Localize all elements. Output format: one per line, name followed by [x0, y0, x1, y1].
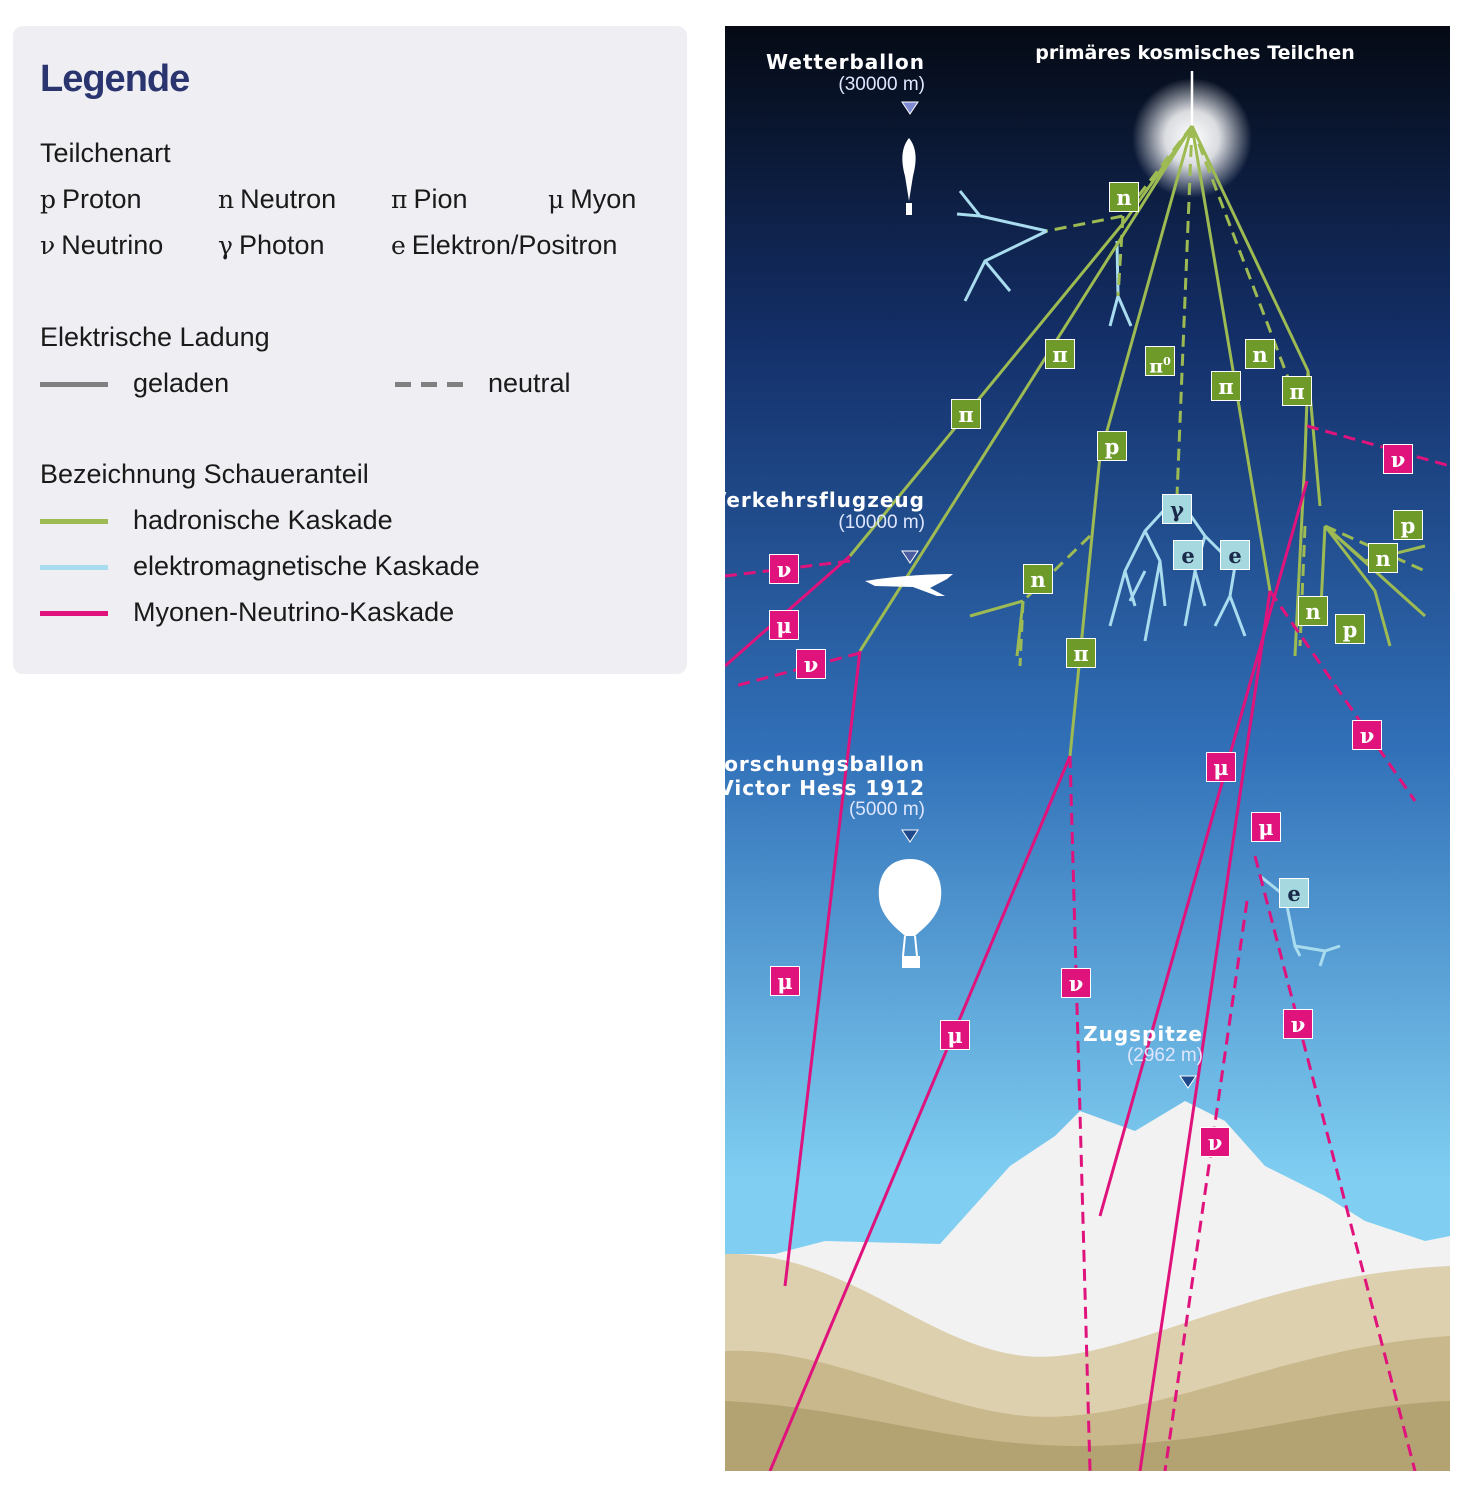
- particle-pion: π: [1045, 339, 1075, 369]
- particle-electron: e: [1220, 540, 1250, 570]
- diagram-graphics: [725, 26, 1450, 1471]
- airplane-shape: [865, 574, 953, 596]
- particle-neutron: n: [1368, 543, 1398, 573]
- particle-neutrino: ν: [1061, 968, 1091, 998]
- particle-section-title: Teilchenart: [40, 138, 171, 168]
- particle-neutrino: ν: [796, 649, 826, 679]
- weather-balloon-shape: [902, 138, 916, 201]
- particle-muon: μ: [940, 1020, 970, 1050]
- research-balloon-label-1: Forschungsballon: [725, 752, 925, 776]
- zugspitze-marker: [1179, 1075, 1197, 1089]
- electromagnetic-swatch: [40, 565, 108, 570]
- particle-neutrino: ν: [1200, 1127, 1230, 1157]
- particle-neutron: n: [1109, 182, 1139, 212]
- research-balloon-shape: [878, 859, 942, 936]
- weather-balloon-altitude: (30000 m): [838, 74, 925, 95]
- particle-neutrino: ν: [769, 554, 799, 584]
- terrain-layer-3: [725, 1401, 1450, 1471]
- particle-muon: μ: [1251, 812, 1281, 842]
- particle-pion: π: [1282, 376, 1312, 406]
- particle-neutron: n: [1245, 339, 1275, 369]
- research-balloon-marker: [901, 829, 919, 843]
- charged-line-swatch: [40, 382, 108, 387]
- charged-label: geladen: [133, 368, 230, 398]
- weather-balloon-label: Wetterballon: [766, 50, 925, 74]
- particle-proton: p: [1335, 614, 1365, 644]
- muon-neutrino-label: Myonen-Neutrino-Kaskade: [133, 597, 455, 627]
- research-balloon-ropes: [902, 935, 918, 957]
- particle-neutrino: ν: [1283, 1009, 1313, 1039]
- particle-proton: p: [1393, 510, 1423, 540]
- particle-proton: p: [1097, 431, 1127, 461]
- research-balloon-label-2: Victor Hess 1912: [725, 776, 925, 800]
- particle-neutron: n: [1298, 596, 1328, 626]
- particle-neutron: n: [1023, 564, 1053, 594]
- research-balloon-altitude: (5000 m): [848, 799, 925, 820]
- particle-pion-zero: π0: [1145, 346, 1175, 377]
- hadronic-swatch: [40, 519, 108, 524]
- particle-muon: μ: [1206, 752, 1236, 782]
- weather-balloon-marker: [901, 101, 919, 115]
- em-cascades: [956, 190, 1341, 967]
- particle-neutrino: ν: [1352, 720, 1382, 750]
- particle-electron: e: [1173, 540, 1203, 570]
- primary-particle-label: primäres kosmisches Teilchen: [1035, 42, 1355, 64]
- legend-title: Legende: [40, 58, 190, 100]
- air-shower-diagram: primäres kosmisches Teilchen Wetterballo…: [725, 26, 1450, 1471]
- zugspitze-label: Zugspitze: [1083, 1022, 1203, 1046]
- zugspitze-altitude: (2962 m): [1126, 1045, 1203, 1066]
- particle-pion: π: [951, 399, 981, 429]
- particle-neutrino: ν: [1383, 444, 1413, 474]
- muon-tracks: [725, 480, 1309, 1471]
- electromagnetic-label: elektromagnetische Kaskade: [133, 551, 480, 581]
- weather-balloon-payload: [906, 203, 912, 215]
- particle-photon: γ: [1162, 494, 1192, 524]
- particle-muon: μ: [769, 610, 799, 640]
- neutral-label: neutral: [488, 368, 571, 398]
- hadronic-label: hadronische Kaskade: [133, 505, 393, 535]
- particle-pion: π: [1211, 371, 1241, 401]
- research-balloon-basket: [902, 956, 920, 968]
- muon-neutrino-swatch: [40, 611, 108, 616]
- cascade-section-title: Bezeichnung Schaueranteil: [40, 459, 369, 489]
- airliner-label: Verkehrsflugzeug: [725, 488, 925, 512]
- particle-electron: e: [1279, 878, 1309, 908]
- airliner-altitude: (10000 m): [838, 512, 925, 533]
- charge-section-title: Elektrische Ladung: [40, 322, 270, 352]
- neutral-line-swatch: [395, 382, 463, 387]
- particle-muon: μ: [770, 966, 800, 996]
- airplane-marker: [901, 550, 919, 564]
- particle-pion: π: [1066, 638, 1096, 668]
